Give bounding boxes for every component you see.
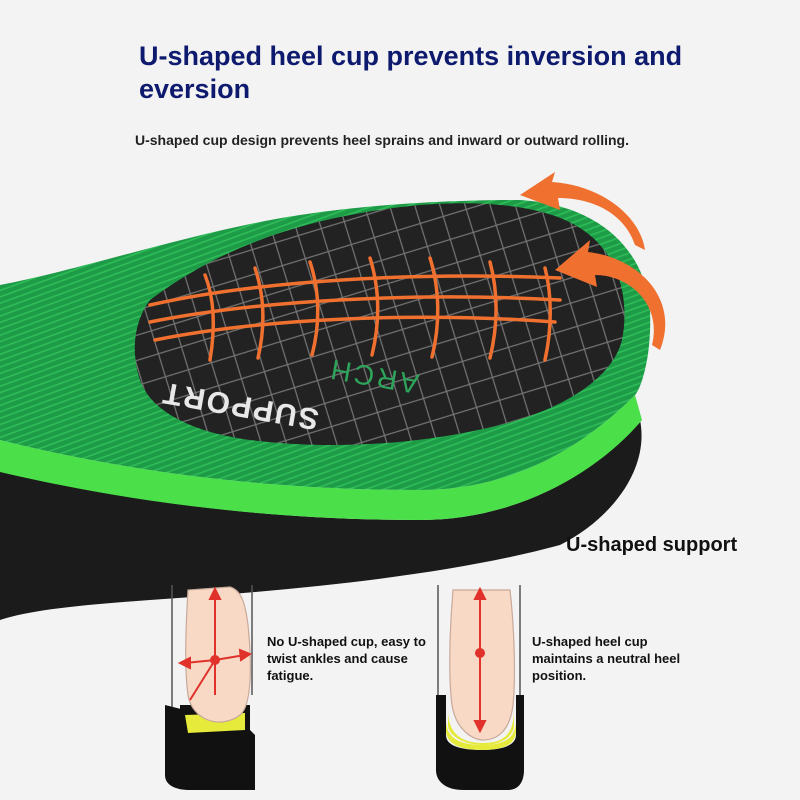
heel-diagram-u-cup bbox=[436, 585, 524, 790]
insole-edge bbox=[0, 395, 642, 520]
u-shaped-support-label: U-shaped support bbox=[566, 534, 738, 556]
caption-no-cup: No U-shaped cup, easy to twist ankles an… bbox=[267, 634, 426, 683]
insole-sole bbox=[0, 420, 642, 620]
curved-arrow-icon bbox=[520, 172, 666, 350]
heel-diagram-no-cup bbox=[165, 585, 255, 790]
support-force-lines bbox=[148, 256, 562, 362]
headline: U-shaped heel cup prevents inversion and… bbox=[139, 41, 683, 104]
caption-u-cup: U-shaped heel cup maintains a neutral he… bbox=[532, 634, 681, 683]
subheadline: U-shaped cup design prevents heel sprain… bbox=[135, 132, 629, 148]
insole-heel-mesh bbox=[134, 203, 625, 445]
